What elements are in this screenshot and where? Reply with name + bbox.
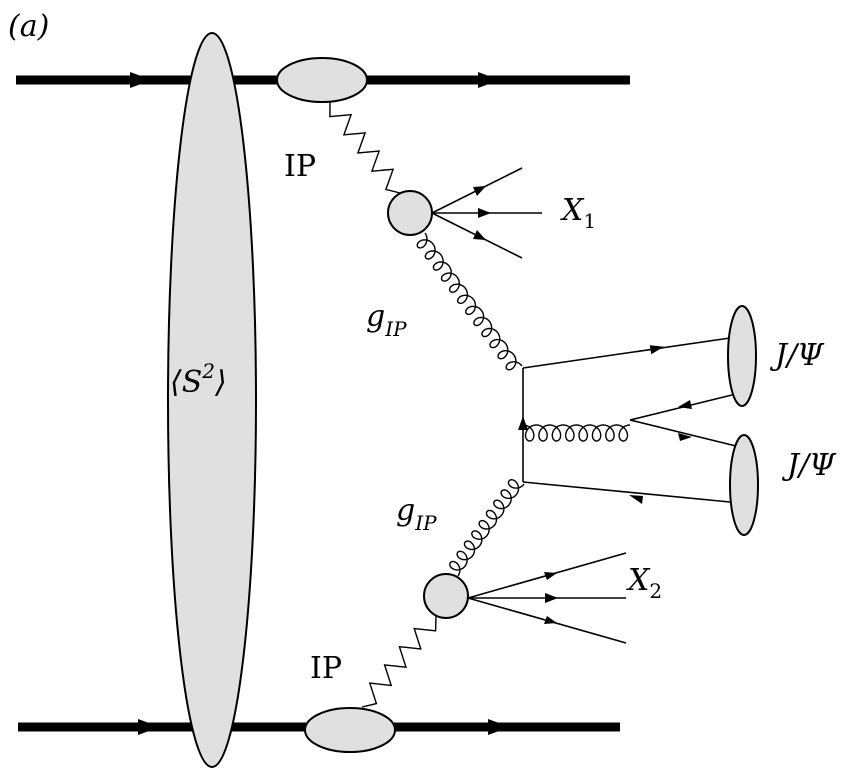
arrow-icon	[488, 719, 510, 735]
proton-vertex-top	[276, 57, 368, 103]
gluon-line-exchange	[522, 424, 631, 442]
jpsi-label-top: J/Ψ	[769, 338, 825, 373]
pomeron-remnant-top	[387, 190, 433, 236]
gap-survival-ellipse	[167, 32, 257, 768]
proton-line-bottom	[18, 719, 620, 735]
pomeron-remnant-bottom	[423, 573, 469, 619]
pomeron-line-bottom	[361, 615, 437, 708]
proton-vertex-bottom	[304, 707, 396, 753]
pomeron-line-top	[329, 101, 401, 194]
quark-lines	[518, 337, 741, 504]
arrow-icon	[478, 72, 500, 88]
gluon-line-top	[416, 232, 523, 371]
arrow-icon	[138, 719, 160, 735]
jpsi-blob-bottom	[729, 434, 759, 536]
pomeron-label-top: IP	[284, 149, 316, 184]
x2-label: X2	[626, 563, 662, 603]
arrow-icon	[130, 72, 152, 88]
proton-line-top	[16, 72, 630, 88]
x2-jets	[467, 552, 627, 644]
x1-label: X1	[560, 193, 596, 233]
gluon-label-top: gIP	[366, 299, 407, 341]
jpsi-blob-top	[727, 305, 757, 407]
gluon-label-bottom: gIP	[396, 493, 437, 535]
jpsi-label-bottom: J/Ψ	[781, 448, 837, 483]
pomeron-label-bottom: IP	[310, 651, 342, 686]
gap-survival-label: ⟨S2⟩	[170, 359, 227, 400]
gluon-line-bottom	[449, 478, 525, 577]
x1-jets	[431, 167, 542, 259]
panel-label: (a)	[8, 9, 49, 44]
